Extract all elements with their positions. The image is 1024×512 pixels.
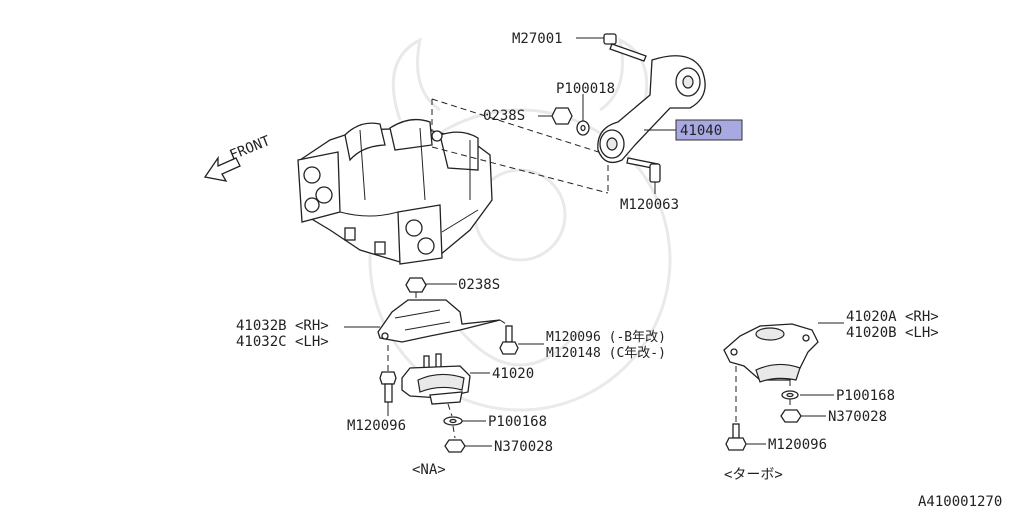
callout-41040[interactable]: 41040 [680, 123, 722, 139]
engine-mount-41020 [401, 353, 471, 405]
callout-p100168-left: P100168 [488, 414, 547, 430]
engine-block [297, 118, 493, 265]
callout-m120096-left: M120096 [347, 418, 406, 434]
callout-m120148-c: M120148 (C年改-) [546, 346, 666, 361]
pitching-stopper-41040 [597, 55, 706, 164]
nut-n370028-left [444, 439, 466, 453]
callout-p100168-right: P100168 [836, 388, 895, 404]
callout-m27001: M27001 [512, 31, 563, 47]
callout-41032c-lh: 41032C <LH> [236, 334, 329, 350]
bolt-m27001 [603, 33, 647, 62]
callout-m120096-right: M120096 [768, 437, 827, 453]
callout-m120096-b: M120096 (-B年改) [546, 330, 666, 345]
bolt-m120096-left [379, 371, 397, 403]
nut-0238s-top [551, 107, 573, 125]
bracket-41032 [377, 299, 501, 343]
callout-m120063: M120063 [620, 197, 679, 213]
callout-p100018: P100018 [556, 81, 615, 97]
highlight-41040[interactable] [675, 119, 743, 141]
bolt-m120096-m120148 [499, 325, 519, 355]
bolt-m120096-right [725, 423, 747, 451]
nut-n370028-right [780, 409, 802, 423]
washer-p100168-left [443, 416, 463, 426]
callout-41032b-rh: 41032B <RH> [236, 318, 329, 334]
front-arrow-icon [203, 155, 241, 182]
callout-41020a-rh: 41020A <RH> [846, 309, 939, 325]
washer-p100018 [576, 120, 590, 136]
engine-mount-41020a-41020b [723, 323, 819, 383]
diagram-id: A410001270 [918, 494, 1002, 510]
callout-41020b-lh: 41020B <LH> [846, 325, 939, 341]
washer-p100168-right [781, 390, 799, 400]
callout-n370028-left: N370028 [494, 439, 553, 455]
front-label: FRONT [228, 133, 274, 164]
nut-0238s-mid [405, 277, 427, 293]
label-turbo: <ターボ> [724, 467, 783, 483]
callout-0238s-mid: 0238S [458, 277, 500, 293]
bolt-m120063 [626, 157, 661, 183]
callout-n370028-right: N370028 [828, 409, 887, 425]
label-na: <NA> [412, 462, 446, 478]
callout-41020: 41020 [492, 366, 534, 382]
callout-0238s-top: 0238S [483, 108, 525, 124]
